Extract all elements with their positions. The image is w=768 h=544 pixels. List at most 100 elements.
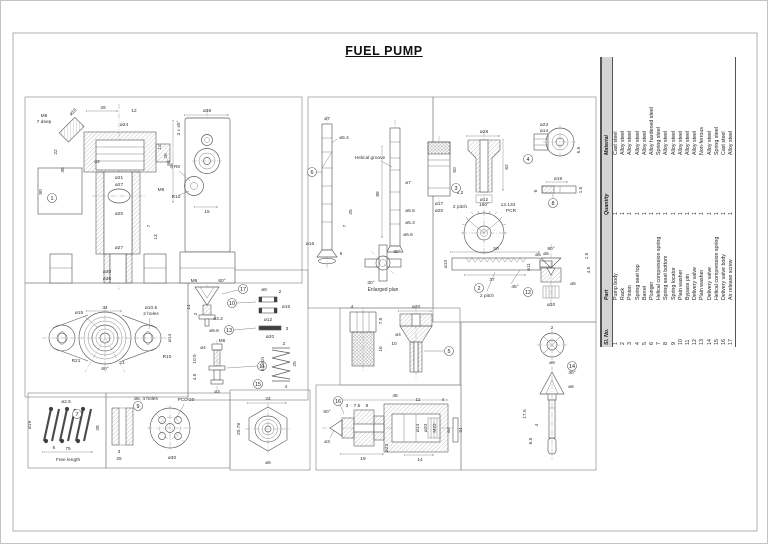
dim-label: ø12 (480, 197, 489, 203)
dim-label: ø20 (423, 424, 429, 433)
view-washer-13: ø20 3 13 (224, 325, 289, 340)
balloon-5: 5 (424, 346, 454, 356)
dim-label: 3 (118, 449, 121, 455)
svg-text:9: 9 (137, 404, 140, 410)
dim-label: 14 (186, 304, 192, 310)
dim-label: 2 holes (143, 311, 159, 317)
svg-text:5: 5 (448, 349, 451, 355)
svg-text:1: 1 (51, 196, 54, 202)
balloon-11: 11 (226, 361, 267, 371)
dim-label: ø21 (115, 175, 124, 181)
dim-label: ø27 (115, 245, 124, 251)
dim-label: 2 (283, 341, 286, 347)
dim-label: ø23 (384, 444, 390, 453)
view-spring-15: 6 pitch 2 25 4 15 (253, 341, 298, 390)
view-spring-locator: ø5, 4 holes PCD 20 ø30 3 25 9 (111, 396, 195, 462)
col-header-slno: Sl. No. (601, 302, 613, 347)
dim-label: 11 (416, 397, 421, 403)
dim-label: ø2.5 (61, 399, 71, 405)
dim-label: 29 (100, 105, 106, 111)
dim-label: ø5 (570, 281, 576, 287)
view-delivery-valve-14: 2 ø8 30° 17.5 6.5 4 ø6 14 (522, 325, 577, 460)
dim-label: 6 (53, 445, 56, 451)
dim-label: 4 (442, 397, 445, 403)
dim-label: ø3 (324, 439, 330, 445)
dim-label: 48 (392, 393, 398, 399)
dim-label: 12.134 (501, 202, 516, 208)
dim-label: 34 (102, 305, 108, 311)
view-pump-body-side: 3 x 45° ø38 R8 R10 15 68 (166, 108, 236, 288)
dim-label: 25 (116, 456, 122, 462)
dim-label: 2 pitch (480, 293, 494, 299)
dim-label: 5 (340, 251, 343, 257)
dim-label: 6 (533, 189, 539, 192)
view-spring-seat-top: ø23 ø14 5.5 4 (523, 122, 582, 164)
dim-label: 160° (479, 202, 489, 208)
dim-label: 50 (452, 167, 458, 173)
dim-label: ø3.2 (213, 316, 223, 322)
svg-text:7: 7 (76, 412, 79, 418)
dim-label: ø28 (480, 129, 489, 135)
dim-label: ø23 (540, 122, 549, 128)
svg-text:6: 6 (311, 170, 314, 176)
balloon-17: 17 (221, 284, 248, 295)
dim-label: ø20 (547, 302, 556, 308)
dim-label: 2 (551, 325, 554, 331)
dim-label: ø14 (167, 334, 173, 343)
dim-label: ø14 (540, 128, 549, 134)
dim-label: 21 (119, 360, 125, 366)
dim-label: 3 (346, 403, 349, 409)
view-hex-end: 24 20.78 ø6 (236, 396, 291, 466)
dim-label: 19 (360, 456, 366, 462)
svg-text:2: 2 (478, 286, 481, 292)
dim-label: 5.2 (457, 190, 464, 196)
dim-label: 1.5 (584, 252, 590, 259)
col-header-material: Material (601, 57, 613, 157)
col-header-quantity: Quantity (601, 157, 613, 217)
dim-label: M6 (219, 338, 226, 344)
dim-label: ø7 (405, 180, 411, 186)
dim-label: 3 (286, 326, 289, 332)
view-flange: 34 ø15 ø10.5 2 holes ø14 R10 R21 21 60° (42, 305, 173, 373)
dim-label: 15 (204, 209, 210, 215)
dim-label: 6 pitch (260, 357, 266, 371)
view-delivery-valve-12: 90° ø6 ø11 1.5 4.5 ø5 ø20 12 (523, 244, 592, 308)
dim-label: ø4 (200, 345, 206, 351)
svg-text:4: 4 (527, 157, 530, 163)
dim-label: ø10 (68, 107, 78, 117)
dim-label: 62 (504, 164, 510, 170)
dim-label: 46 (169, 163, 175, 169)
dim-label: 37 (489, 277, 495, 283)
dim-label: ø10.5 (145, 305, 158, 311)
dim-label: ø17 (435, 201, 444, 207)
dim-label: ø5.3 (405, 220, 415, 226)
dim-label: 16 (378, 346, 384, 352)
dim-label: 30° (367, 280, 374, 286)
balloon-3: 3 (451, 183, 461, 193)
dim-label: 90 (38, 189, 44, 195)
dim-label: ø19 (27, 421, 33, 430)
dim-label: 22 (53, 149, 59, 155)
dim-label: 24 (265, 396, 271, 402)
svg-text:13: 13 (226, 328, 232, 334)
svg-text:16: 16 (335, 399, 341, 405)
table-header-row: Sl. No. Part Quantity Material (601, 57, 613, 347)
balloon-9: 9 (133, 401, 143, 411)
view-washer-10: ø8 2 ø15 ø12 10 (227, 287, 290, 323)
dim-label: ø7 (324, 116, 330, 122)
balloon-15: 15 (253, 379, 263, 389)
dim-label: 7.5 (378, 317, 384, 324)
view-caption: Enlarged plan (368, 287, 399, 293)
dim-label: ø5.4 (339, 135, 349, 141)
